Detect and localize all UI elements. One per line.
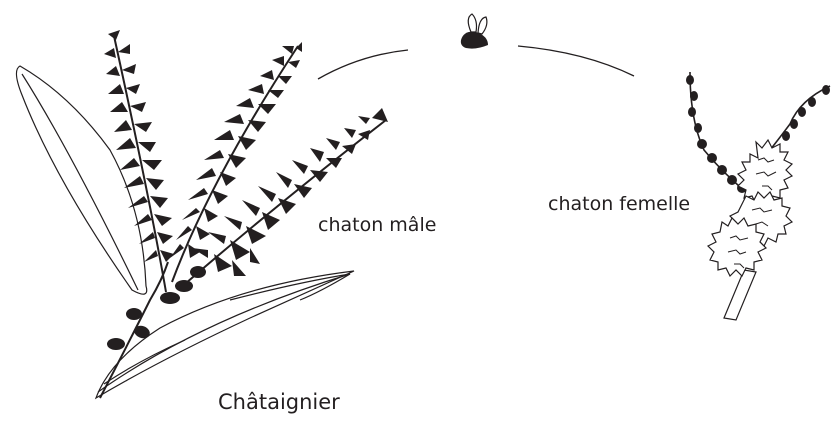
female-catkin-branch-icon bbox=[686, 72, 830, 320]
female-catkin-label: chaton femelle bbox=[548, 193, 690, 215]
pollination-arc bbox=[318, 46, 634, 79]
male-catkin-label: chaton mâle bbox=[318, 214, 436, 236]
leaf-outline-lower bbox=[96, 271, 354, 398]
tree-name-label: Châtaignier bbox=[218, 390, 340, 414]
bee-icon bbox=[461, 14, 488, 49]
